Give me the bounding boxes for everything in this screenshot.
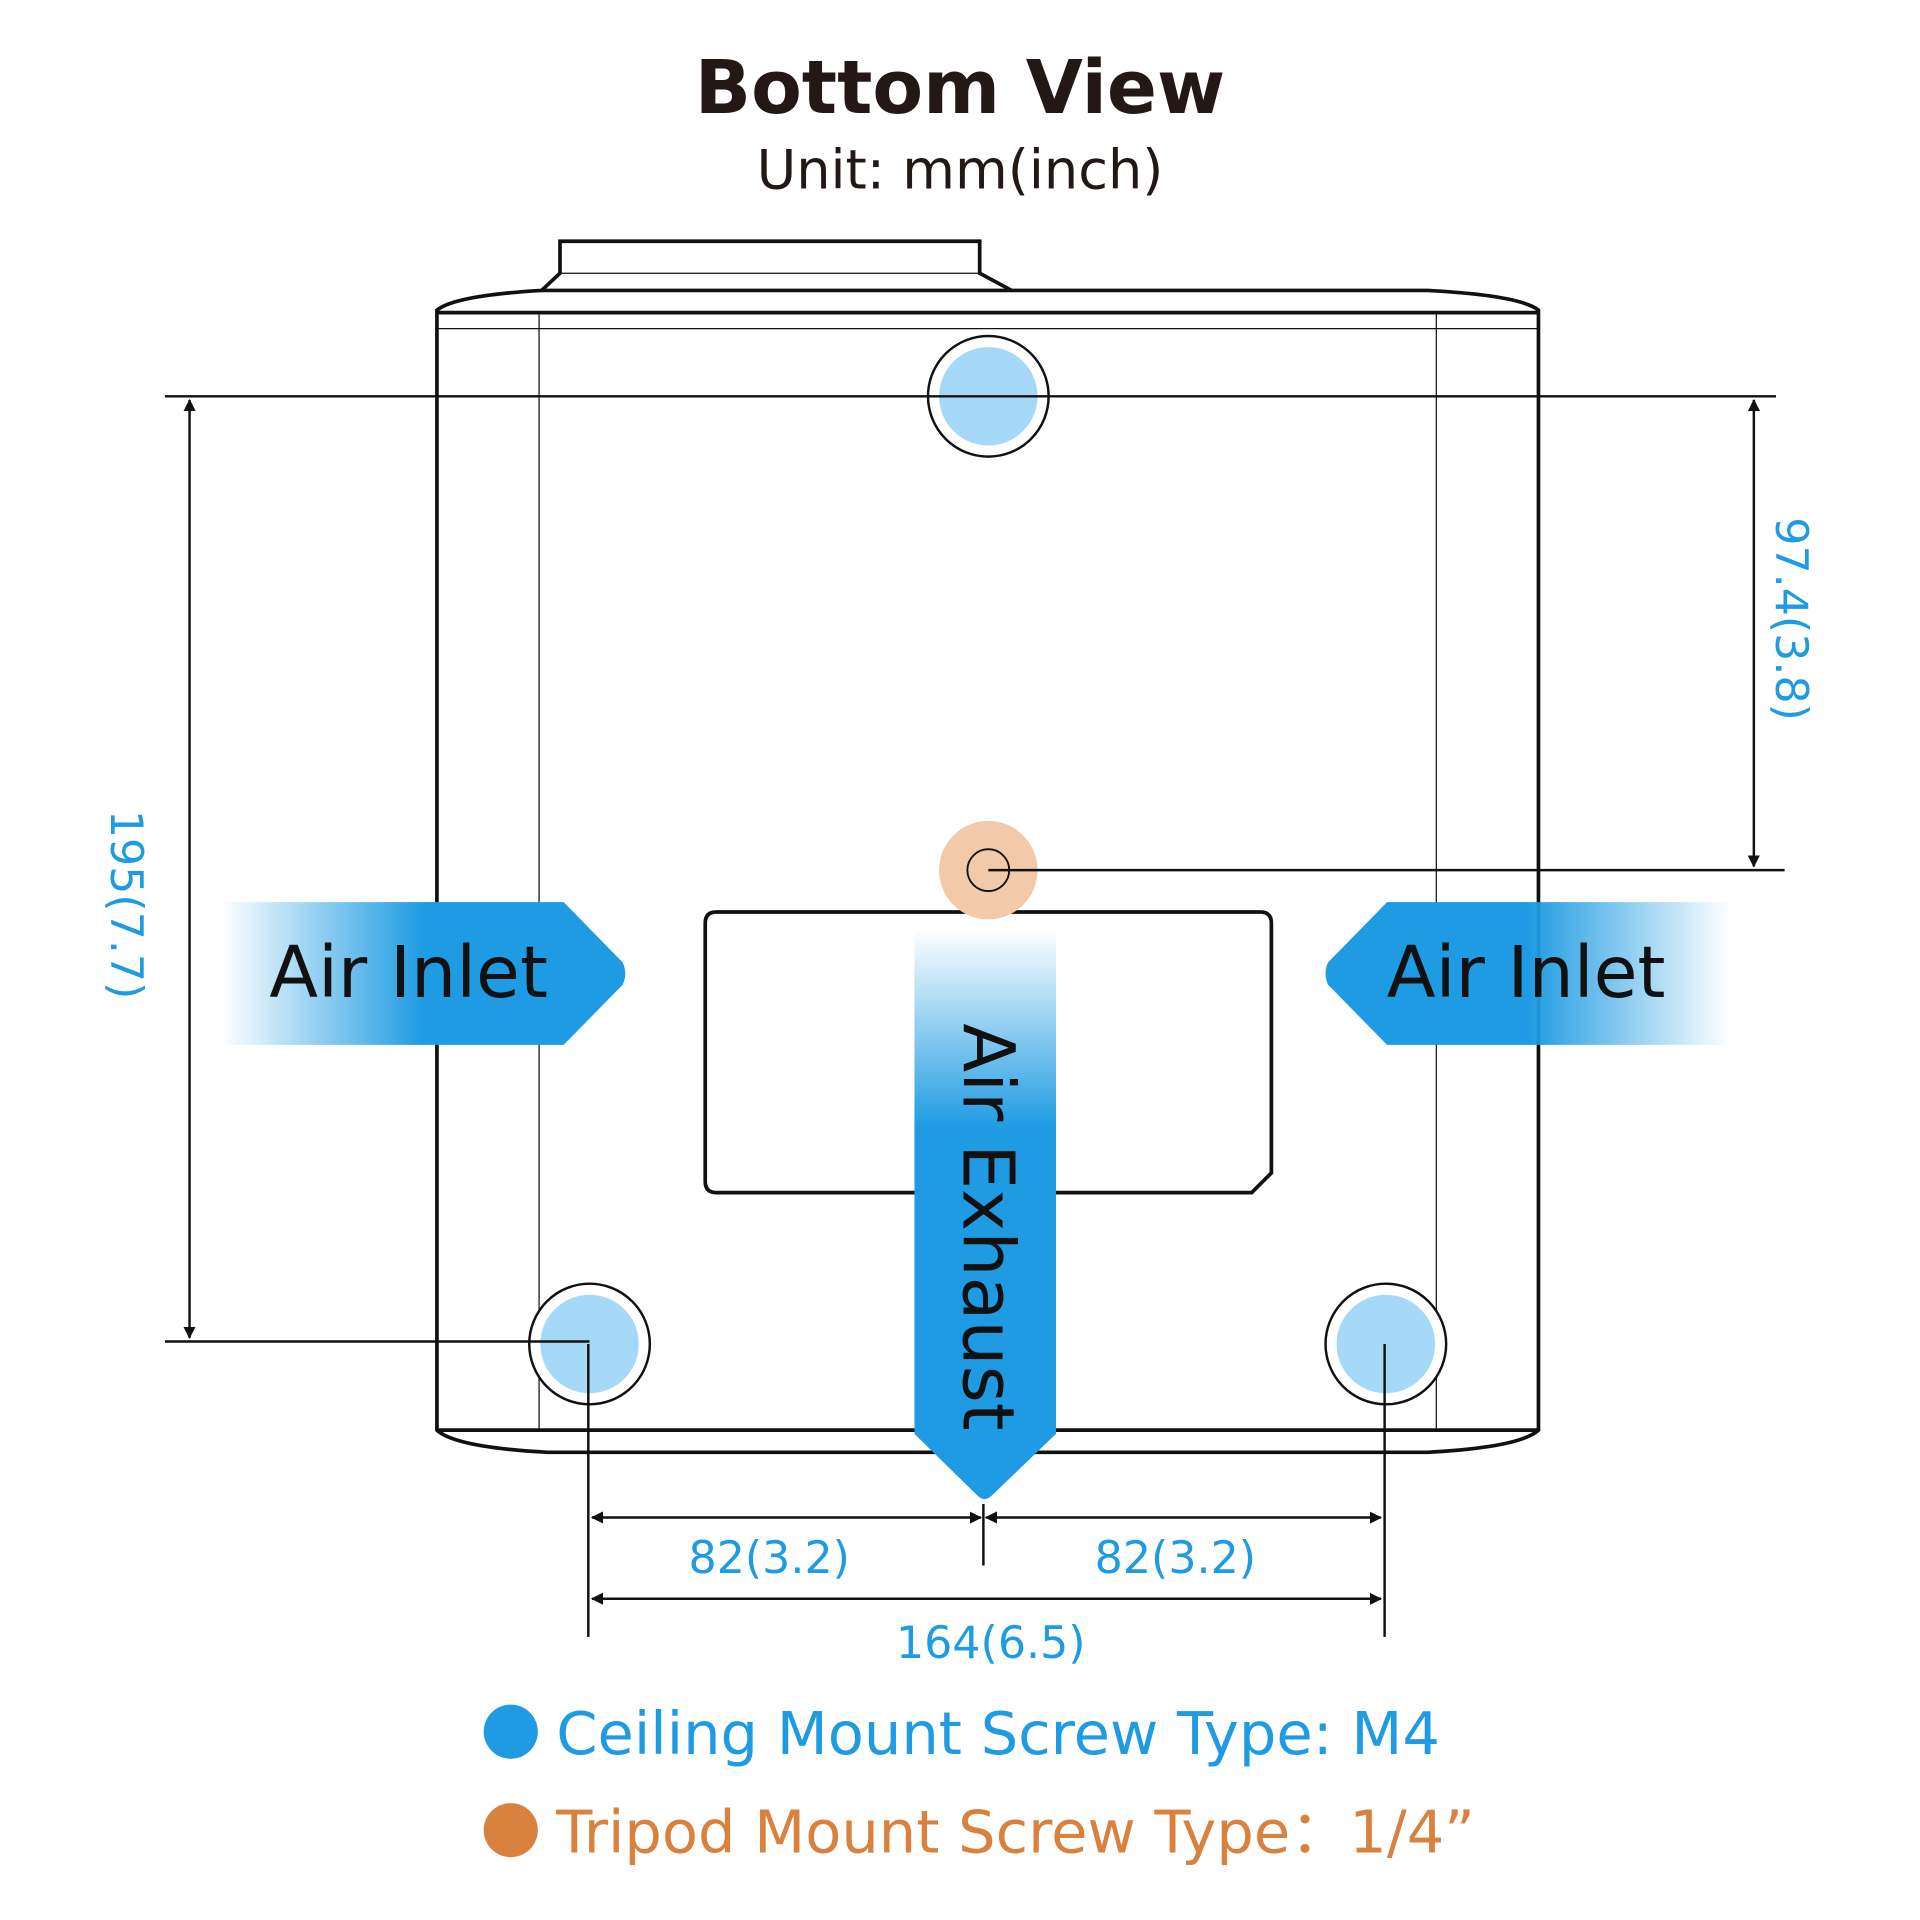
dim-tripod-offset: 97.4(3.8) <box>1765 517 1816 721</box>
dim-height-total: 195(7.7) <box>100 810 151 1000</box>
air-inlet-right-label: Air Inlet <box>1387 931 1666 1014</box>
ceiling-mount-dot-icon <box>483 1704 538 1759</box>
dimension-lines <box>164 395 1785 1637</box>
vent-panel <box>703 910 1274 1195</box>
dim-width-total: 164(6.5) <box>896 1618 1086 1669</box>
legend-ceiling-mount: Ceiling Mount Screw Type: M4 <box>556 1699 1440 1768</box>
tripod-mount-dot-icon <box>483 1803 538 1858</box>
air-inlet-left-arrow: Air Inlet <box>221 902 626 1045</box>
unit-label: Unit: mm(inch) <box>757 138 1164 201</box>
air-exhaust-arrow: Air Exhaust <box>914 929 1056 1500</box>
legend: Ceiling Mount Screw Type: M4 Tripod Moun… <box>483 1699 1475 1866</box>
dim-half-right: 82(3.2) <box>1095 1533 1256 1584</box>
device-outline <box>435 239 1541 1455</box>
title: Bottom View <box>695 45 1225 131</box>
dim-half-left: 82(3.2) <box>689 1533 850 1584</box>
air-inlet-right-arrow: Air Inlet <box>1325 902 1730 1045</box>
legend-tripod-mount: Tripod Mount Screw Type：1/4” <box>555 1797 1475 1866</box>
air-inlet-left-label: Air Inlet <box>269 931 548 1014</box>
air-exhaust-label: Air Exhaust <box>947 1023 1030 1430</box>
